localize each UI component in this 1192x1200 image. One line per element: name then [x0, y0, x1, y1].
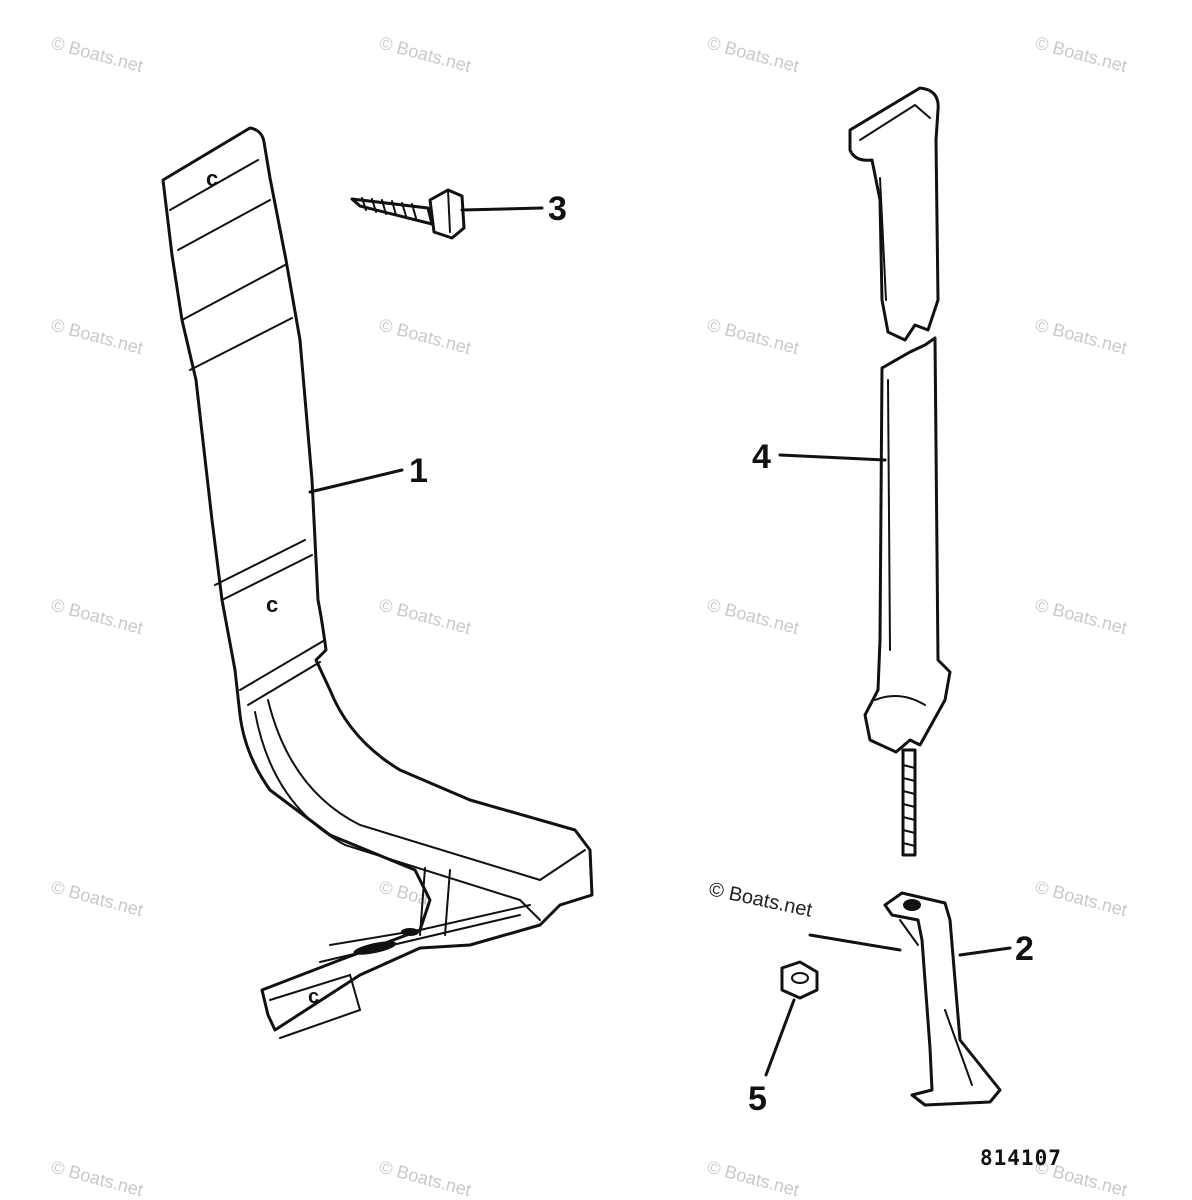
- watermark: © Boats.net: [49, 1157, 145, 1200]
- svg-text:c: c: [308, 986, 319, 1008]
- leader-line-3: [460, 206, 544, 212]
- watermark: © Boats.net: [1033, 595, 1129, 639]
- leader-line-2: [958, 946, 1012, 957]
- svg-text:c: c: [206, 166, 218, 191]
- callout-4: 4: [752, 438, 771, 476]
- watermark: © Boats.net: [49, 877, 145, 921]
- watermark: © Boats.net: [49, 33, 145, 77]
- watermark: © Boats.net: [705, 595, 801, 639]
- leader-lines: [308, 206, 1012, 1077]
- watermark: © Boats.net: [377, 33, 473, 77]
- callout-2: 2: [1015, 930, 1034, 968]
- hold-down-clip-icon: [883, 891, 1002, 1107]
- callout-5: 5: [748, 1080, 767, 1118]
- figure-id: 814107: [980, 1146, 1062, 1170]
- watermark: © Boats.net: [377, 595, 473, 639]
- callout-3: 3: [548, 190, 567, 228]
- leader-line-5: [764, 998, 796, 1077]
- callout-1: 1: [409, 452, 428, 490]
- watermark: © Boats.net: [49, 595, 145, 639]
- watermark: © Boats.net: [705, 1157, 801, 1200]
- hex-nut-icon: [780, 960, 819, 1000]
- leader-line-1: [308, 468, 404, 494]
- watermark: © Boats.net: [705, 33, 801, 77]
- watermark: © Boats.net: [377, 1157, 473, 1200]
- screw-icon: [350, 188, 466, 240]
- center-watermark: © Boats.net: [707, 878, 815, 921]
- watermark: © Boats.net: [377, 315, 473, 359]
- leader-line-nut-to-clip: [808, 933, 902, 952]
- watermark: © Boats.net: [1033, 315, 1129, 359]
- watermark: © Boats.net: [1033, 877, 1129, 921]
- tank-support-bracket-icon: c c c: [161, 126, 594, 1039]
- hold-down-strap-icon: [848, 86, 952, 857]
- watermark: © Boats.net: [1033, 33, 1129, 77]
- leader-line-4: [778, 453, 887, 462]
- watermark: © Boats.net: [49, 315, 145, 359]
- svg-text:c: c: [266, 592, 278, 617]
- watermark: © Boats.net: [705, 315, 801, 359]
